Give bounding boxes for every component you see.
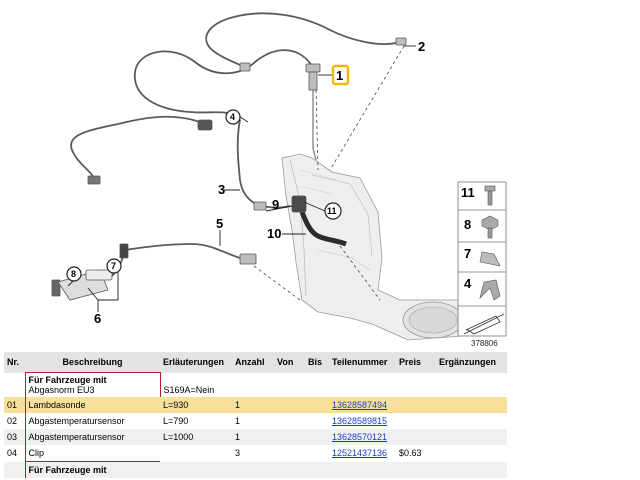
callout-10[interactable]: 10	[267, 226, 281, 241]
exhaust-converter-illustration	[281, 153, 464, 341]
cell-anzahl: 1	[232, 429, 274, 445]
cable-clip-icon	[479, 279, 501, 301]
diagram-reference-number: 378806	[471, 339, 498, 348]
col-header-teilenummer[interactable]: Teilenummer	[329, 352, 396, 373]
callout-11-label: 11	[327, 206, 337, 216]
parts-table: Nr. Beschreibung Erläuterungen Anzahl Vo…	[4, 352, 507, 478]
legend-item-8-label: 8	[464, 217, 471, 232]
cell-erlaeuterung	[160, 445, 232, 462]
bolt-icon	[484, 185, 496, 192]
legend-item-4[interactable]: 4	[464, 276, 501, 301]
sensor-cables	[70, 12, 401, 277]
cell-anzahl: 1	[232, 397, 274, 413]
callout-11[interactable]: 11	[324, 202, 342, 220]
cell-erlaeuterung: L=790	[160, 413, 232, 429]
legend-item-11[interactable]: 11	[461, 185, 496, 206]
cell-teilenummer: 13628589815	[329, 413, 396, 429]
cell-anzahl: 1	[232, 413, 274, 429]
table-header-row: Nr. Beschreibung Erläuterungen Anzahl Vo…	[4, 352, 507, 373]
cell-teilenummer: 13628570121	[329, 429, 396, 445]
cell-nr: 04	[4, 445, 25, 462]
cell-preis	[396, 429, 436, 445]
cell-preis: $0.63	[396, 445, 436, 462]
cell-beschreibung: Lambdasonde	[24, 397, 160, 413]
cell-erlaeuterung: L=930	[160, 397, 232, 413]
legend-item-7-label: 7	[464, 246, 471, 261]
cell-beschreibung: Abgastemperatursensor	[24, 429, 160, 445]
col-header-erlaeuterungen[interactable]: Erläuterungen	[160, 352, 232, 373]
cell-beschreibung: Abgastemperatursensor	[24, 413, 160, 429]
cell-erlaeuterung: L=1000	[160, 429, 232, 445]
table-row[interactable]: 03 Abgastemperatursensor L=1000 1 136285…	[4, 429, 507, 445]
callout-7-label: 7	[111, 261, 116, 271]
part-number-link[interactable]: 13628587494	[332, 400, 388, 410]
cell-beschreibung: Clip	[24, 445, 160, 462]
group-row: Für Fahrzeuge mit Abgasnorm EU3 S169A=Ne…	[4, 372, 507, 397]
group-description: Für Fahrzeuge mit	[24, 461, 160, 478]
legend-item-11-label: 11	[461, 185, 475, 200]
cell-nr: 03	[4, 429, 25, 445]
callout-6[interactable]: 6	[94, 311, 101, 326]
cell-preis	[396, 397, 436, 413]
part-number-link[interactable]: 12521437136	[332, 448, 388, 459]
cell-nr: 01	[4, 397, 25, 413]
hex-nut-icon	[481, 215, 499, 231]
table-row[interactable]: 01 Lambdasonde L=930 1 13628587494	[4, 397, 507, 413]
dashed-leaders	[253, 45, 405, 301]
callout-1[interactable]: 1	[336, 68, 343, 83]
col-header-anzahl[interactable]: Anzahl	[232, 352, 274, 373]
small-parts-legend: 11 8 7 4	[457, 181, 507, 337]
table-row[interactable]: 04 Clip 3 12521437136 $0.63	[4, 445, 507, 462]
col-header-bis[interactable]: Bis	[305, 352, 329, 373]
legend-item-4-label: 4	[464, 276, 472, 291]
sensor-parts	[51, 37, 407, 301]
group-subtitle: Abgasnorm EU3	[28, 385, 95, 395]
arrow-icon	[463, 313, 505, 335]
callout-7[interactable]: 7	[106, 258, 122, 274]
group-title: Für Fahrzeuge mit	[28, 465, 107, 475]
group-title: Für Fahrzeuge mit	[28, 375, 107, 385]
callout-1-highlight[interactable]	[331, 64, 350, 86]
callout-4-label: 4	[230, 112, 235, 122]
parts-diagram: 1 2 3 5 6 9 10 4 7 8 11 11 8	[51, 12, 507, 348]
col-header-preis[interactable]: Preis	[396, 352, 436, 373]
cell-nr: 02	[4, 413, 25, 429]
table-row[interactable]: 02 Abgastemperatursensor L=790 1 1362858…	[4, 413, 507, 429]
col-header-von[interactable]: Von	[274, 352, 305, 373]
callout-4[interactable]: 4	[225, 109, 241, 125]
cell-anzahl: 3	[232, 445, 274, 462]
callout-8[interactable]: 8	[66, 266, 82, 282]
col-header-ergaenzungen[interactable]: Ergänzungen	[436, 352, 507, 373]
col-header-beschreibung[interactable]: Beschreibung	[25, 352, 160, 373]
part-number-link[interactable]: 13628589815	[332, 416, 388, 426]
legend-item-7[interactable]: 7	[464, 246, 501, 267]
group-description: Für Fahrzeuge mit Abgasnorm EU3	[24, 372, 161, 397]
callout-5[interactable]: 5	[216, 216, 223, 231]
part-number-link[interactable]: 13628570121	[332, 432, 388, 442]
cell-teilenummer: 12521437136	[329, 445, 396, 462]
cell-teilenummer: 13628587494	[329, 397, 396, 413]
group-row: Für Fahrzeuge mit	[4, 461, 507, 478]
legend-item-8[interactable]: 8	[464, 215, 499, 239]
callout-2[interactable]: 2	[418, 39, 425, 54]
clip-icon	[479, 251, 501, 267]
col-header-nr[interactable]: Nr.	[4, 352, 25, 373]
group-erlaeuterung: S169A=Nein	[160, 372, 232, 397]
callout-9[interactable]: 9	[272, 197, 279, 212]
cell-preis	[396, 413, 436, 429]
callout-3[interactable]: 3	[218, 182, 225, 197]
callout-8-label: 8	[71, 269, 76, 279]
